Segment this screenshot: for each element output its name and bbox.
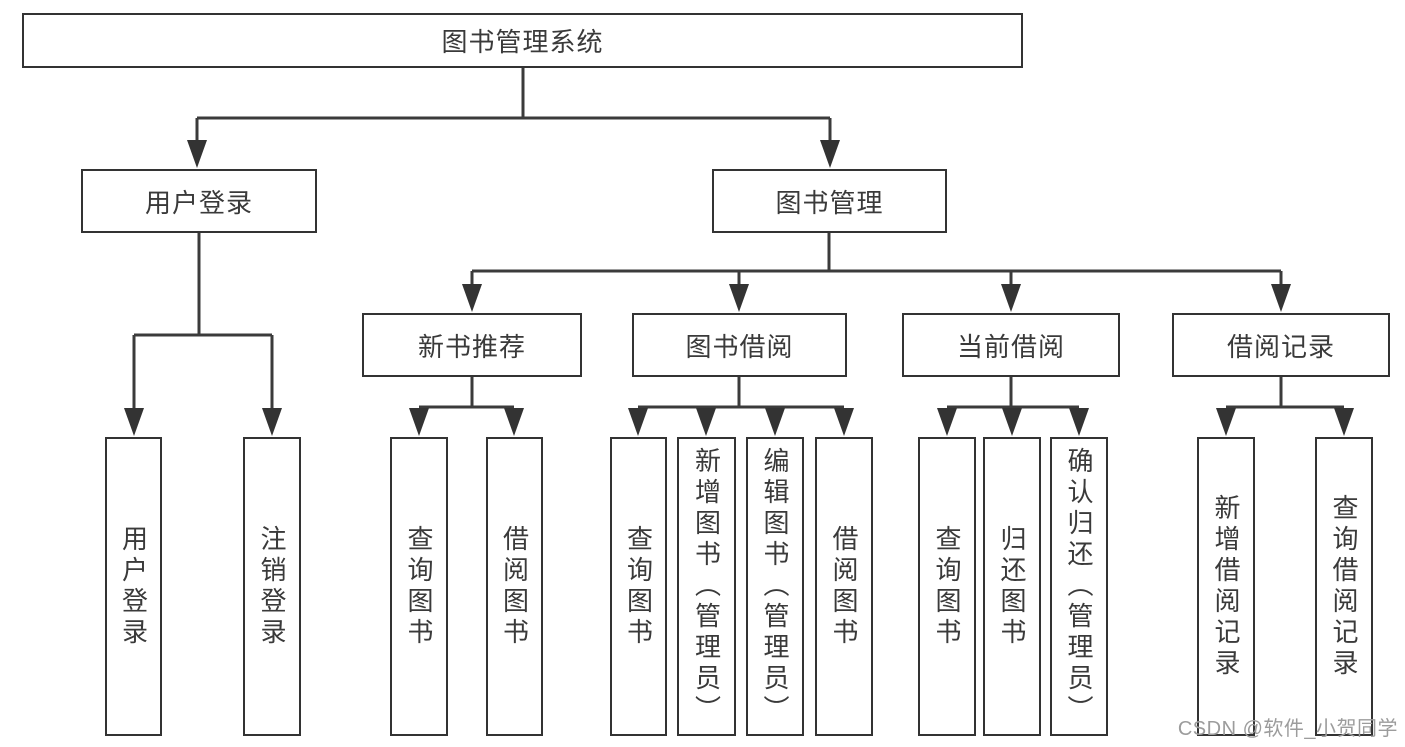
arrowhead-icon [1002,408,1022,436]
node-borrow-records: 借阅记录 [1172,313,1390,377]
arrowhead-icon [820,140,840,168]
arrowhead-icon [834,408,854,436]
arrowhead-icon [1271,284,1291,312]
arrowhead-icon [124,408,144,436]
node-book-borrowing: 图书借阅 [632,313,847,377]
connector-current-borrowing-split [937,377,1089,436]
arrowhead-icon [1334,408,1354,436]
connector-book-borrowing-split [628,377,854,436]
leaf-query-book-borrowing: 查询图书 [610,437,667,736]
leaf-query-book-current: 查询图书 [918,437,976,736]
arrowhead-icon [1069,408,1089,436]
arrowhead-icon [504,408,524,436]
arrowhead-icon [765,408,785,436]
leaf-return-book: 归还图书 [983,437,1041,736]
arrowhead-icon [409,408,429,436]
arrowhead-icon [187,140,207,168]
leaf-query-borrow-record: 查询借阅记录 [1315,437,1373,736]
connector-user-login-split [124,233,282,436]
arrowhead-icon [937,408,957,436]
arrowhead-icon [729,284,749,312]
arrowhead-icon [462,284,482,312]
leaf-borrow-book-recommend: 借阅图书 [486,437,543,736]
arrowhead-icon [262,408,282,436]
leaf-add-borrow-record: 新增借阅记录 [1197,437,1255,736]
arrowhead-icon [1001,284,1021,312]
leaf-confirm-return-admin: 确认归还（管理员） [1050,437,1108,736]
leaf-borrow-book-borrowing: 借阅图书 [815,437,873,736]
arrowhead-icon [1216,408,1236,436]
connector-root-split [187,68,840,168]
node-user-login: 用户登录 [81,169,317,233]
arrowhead-icon [696,408,716,436]
node-book-management: 图书管理 [712,169,947,233]
leaf-logout: 注销登录 [243,437,301,736]
arrowhead-icon [628,408,648,436]
connector-borrow-records-split [1216,377,1354,436]
node-library-system: 图书管理系统 [22,13,1023,68]
leaf-edit-book-admin: 编辑图书（管理员） [746,437,804,736]
leaf-add-book-admin: 新增图书（管理员） [677,437,736,736]
leaf-user-login: 用户登录 [105,437,162,736]
connector-new-book-split [409,377,524,436]
connector-book-management-split [462,233,1291,312]
watermark: CSDN @软件_小贺同学 [1177,718,1398,740]
node-current-borrowing: 当前借阅 [902,313,1120,377]
node-new-book-recommendation: 新书推荐 [362,313,582,377]
leaf-query-book-recommend: 查询图书 [390,437,448,736]
